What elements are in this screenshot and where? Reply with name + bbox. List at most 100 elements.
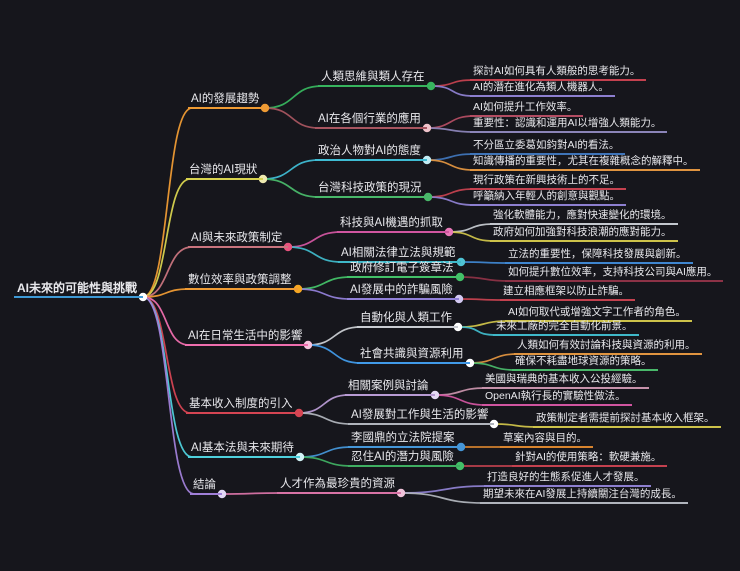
mindmap-leaf-node[interactable]: 探討AI如何具有人類般的思考能力。 bbox=[470, 64, 647, 81]
mindmap-leaf-node[interactable]: 立法的重要性，保障科技發展與創新。 bbox=[505, 247, 693, 264]
mindmap-leaf-node[interactable]: 人類如何有效討論科技與資源的利用。 bbox=[514, 338, 702, 355]
branch-toggle-dot[interactable] bbox=[217, 489, 227, 499]
mindmap-node[interactable]: AI基本法與未來期待 bbox=[188, 441, 300, 458]
branch-toggle-dot[interactable] bbox=[422, 155, 432, 165]
mindmap-link bbox=[426, 159, 475, 171]
mindmap-leaf-node[interactable]: 強化軟體能力，應對快速變化的環境。 bbox=[490, 208, 678, 225]
mindmap-node[interactable]: AI在各個行業的應用 bbox=[315, 112, 427, 129]
mindmap-link bbox=[459, 276, 510, 282]
mindmap-leaf-node[interactable]: 如何提升數位效率，支持科技公司與AI應用。 bbox=[505, 265, 724, 282]
mindmap-node[interactable]: 政治人物對AI的態度 bbox=[315, 144, 427, 161]
mindmap-node[interactable]: 台灣的AI現狀 bbox=[186, 163, 264, 180]
branch-toggle-dot[interactable] bbox=[453, 322, 463, 332]
mindmap-leaf-node[interactable]: 建立相應框架以防止詐騙。 bbox=[500, 284, 635, 301]
branch-toggle-dot[interactable] bbox=[293, 284, 303, 294]
mindmap-link bbox=[142, 288, 190, 298]
mindmap-node[interactable]: AI發展中的詐騙風險 bbox=[347, 283, 459, 300]
mindmap-node[interactable]: 自動化與人類工作 bbox=[357, 311, 458, 328]
mindmap-link bbox=[460, 261, 510, 264]
mindmap-node[interactable]: 忍住AI的潛力與風險 bbox=[348, 450, 460, 467]
mindmap-leaf-node[interactable]: 重要性：認識和運用AI以增強人類能力。 bbox=[470, 116, 668, 133]
branch-dots bbox=[138, 81, 499, 499]
mindmap-link bbox=[142, 246, 193, 298]
mindmap-node[interactable]: 政府修訂電子簽章法 bbox=[347, 261, 460, 278]
mindmap-node[interactable]: 科技與AI機遇的抓取 bbox=[337, 216, 449, 233]
mindmap-leaf-node[interactable]: 期望未來在AI發展上持續關注台灣的成長。 bbox=[480, 487, 688, 504]
mindmap-link bbox=[426, 127, 475, 133]
mindmap-leaf-node[interactable]: OpenAI執行長的實驗性做法。 bbox=[482, 389, 632, 406]
mindmap-link bbox=[287, 246, 343, 263]
mindmap-root-node[interactable]: AI未來的可能性與挑戰 bbox=[14, 281, 144, 298]
mindmap-link bbox=[426, 153, 475, 161]
mindmap-node[interactable]: 人類思維與類人存在 bbox=[318, 70, 431, 87]
mindmap-link bbox=[298, 412, 353, 425]
mindmap-link bbox=[434, 387, 487, 396]
mindmap-link bbox=[287, 231, 342, 248]
mindmap-leaf-node[interactable]: 現行政策在新興技術上的不足。 bbox=[470, 173, 626, 190]
mindmap-link bbox=[430, 85, 475, 97]
mindmap-link bbox=[469, 353, 519, 364]
branch-toggle-dot[interactable] bbox=[423, 192, 433, 202]
mindmap-link bbox=[142, 296, 195, 495]
mindmap-node[interactable]: 台灣科技政策的現況 bbox=[315, 181, 428, 198]
branch-toggle-dot[interactable] bbox=[455, 461, 465, 471]
mindmap-link bbox=[426, 115, 475, 129]
branch-toggle-dot[interactable] bbox=[426, 81, 436, 91]
branch-toggle-dot[interactable] bbox=[294, 408, 304, 418]
branch-toggle-dot[interactable] bbox=[422, 123, 432, 133]
mindmap-node[interactable]: 基本收入制度的引入 bbox=[186, 397, 299, 414]
mindmap-link bbox=[142, 296, 191, 414]
mindmap-link bbox=[142, 296, 193, 458]
mindmap-node[interactable]: AI發展對工作與生活的影響 bbox=[348, 408, 495, 425]
mindmap-leaf-node[interactable]: 政府如何加強對科技浪潮的應對能力。 bbox=[490, 225, 678, 242]
mindmap-link bbox=[307, 326, 362, 346]
mindmap-node[interactable]: 社會共識與資源利用 bbox=[357, 347, 470, 364]
mindmap-link bbox=[448, 223, 495, 233]
mindmap-link bbox=[457, 326, 498, 336]
mindmap-leaf-node[interactable]: 不分區立委葛如鈞對AI的看法。 bbox=[470, 138, 626, 155]
mindmap-node[interactable]: 李國鼎的立法院提案 bbox=[348, 431, 461, 448]
mindmap-link bbox=[299, 446, 353, 458]
mindmap-link bbox=[264, 85, 323, 109]
branch-toggle-dot[interactable] bbox=[454, 294, 464, 304]
mindmap-link bbox=[298, 394, 350, 414]
branch-toggle-dot[interactable] bbox=[465, 358, 475, 368]
mindmap-leaf-node[interactable]: AI如何提升工作效率。 bbox=[470, 100, 584, 117]
mindmap-leaf-node[interactable]: 呼籲納入年輕人的創意與觀點。 bbox=[470, 189, 626, 206]
branch-toggle-dot[interactable] bbox=[455, 272, 465, 282]
branch-toggle-dot[interactable] bbox=[456, 442, 466, 452]
mindmap-link bbox=[142, 296, 190, 346]
mindmap-leaf-node[interactable]: 知識傳播的重要性，尤其在複雜概念的解釋中。 bbox=[470, 154, 700, 171]
branch-toggle-dot[interactable] bbox=[295, 452, 305, 462]
mindmap-node[interactable]: AI與未來政策制定 bbox=[188, 231, 289, 248]
mindmap-node[interactable]: 相關案例與討論 bbox=[345, 379, 435, 396]
mindmap-leaf-node[interactable]: AI的潛在進化為類人機器人。 bbox=[470, 80, 615, 97]
mindmap-leaf-node[interactable]: 打造良好的生態系促進人才發展。 bbox=[484, 470, 651, 487]
mindmap-node[interactable]: 數位效率與政策調整 bbox=[185, 273, 298, 290]
branch-toggle-dot[interactable] bbox=[444, 227, 454, 237]
mindmap-node[interactable]: AI相關法律立法與規範 bbox=[338, 246, 462, 263]
mindmap-link bbox=[430, 79, 475, 87]
mindmap-link bbox=[221, 492, 282, 495]
mindmap-leaf-node[interactable]: 未來工廠的完全自動化前景。 bbox=[493, 319, 639, 336]
mindmap-link bbox=[400, 492, 485, 504]
mindmap-node[interactable]: 結論 bbox=[190, 478, 222, 495]
mindmap-link bbox=[434, 394, 487, 406]
mindmap-link bbox=[299, 456, 353, 467]
mindmap-leaf-node[interactable]: 美國與瑞典的基本收入公投經驗。 bbox=[482, 372, 649, 389]
mindmap-leaf-node[interactable]: 確保不耗盡地球資源的策略。 bbox=[512, 354, 658, 371]
branch-toggle-dot[interactable] bbox=[396, 488, 406, 498]
mindmap-leaf-node[interactable]: AI如何取代或增強文字工作者的角色。 bbox=[505, 305, 692, 322]
branch-toggle-dot[interactable] bbox=[430, 390, 440, 400]
mindmap-node[interactable]: AI在日常生活中的影響 bbox=[185, 329, 309, 346]
mindmap-link bbox=[262, 178, 320, 198]
mindmap-leaf-node[interactable]: 針對AI的使用策略：軟硬兼施。 bbox=[512, 450, 668, 467]
mindmap-link bbox=[448, 231, 495, 242]
mindmap-leaf-node[interactable]: 草案內容與目的。 bbox=[500, 431, 593, 448]
mindmap-node[interactable]: AI的發展趨勢 bbox=[188, 92, 266, 109]
mindmap-link bbox=[264, 107, 320, 129]
mindmap-node[interactable]: 人才作為最珍貴的資源 bbox=[277, 477, 401, 494]
mindmap-leaf-node[interactable]: 政策制定者需提前探討基本收入框架。 bbox=[533, 411, 721, 428]
